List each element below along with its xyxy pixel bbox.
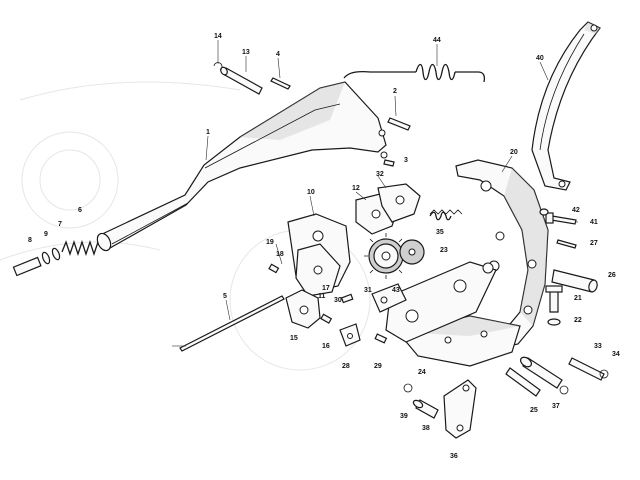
plate-11 xyxy=(295,243,341,297)
circlip-39-left xyxy=(403,383,413,393)
callout-2: 2 xyxy=(393,88,397,95)
callout-3: 3 xyxy=(404,157,408,164)
pin-29 xyxy=(374,333,388,344)
callout-16: 16 xyxy=(322,343,330,350)
callout-11: 11 xyxy=(318,293,326,300)
callout-27: 27 xyxy=(590,240,598,247)
callout-21: 21 xyxy=(574,295,582,302)
callout-9: 9 xyxy=(44,231,48,238)
plate-35 xyxy=(285,289,321,329)
callout-24: 24 xyxy=(418,369,426,376)
callout-17: 17 xyxy=(322,285,330,292)
lever-arm xyxy=(96,81,388,252)
bolt-18 xyxy=(383,159,395,167)
callout-42: 42 xyxy=(572,207,580,214)
rod-5 xyxy=(179,295,285,352)
pin-37 xyxy=(519,356,563,389)
pin-38 xyxy=(412,399,439,419)
callout-4: 4 xyxy=(276,51,280,58)
callout-34: 34 xyxy=(612,351,620,358)
circlip-14 xyxy=(213,62,223,71)
callout-35: 35 xyxy=(436,229,444,236)
circlip-34 xyxy=(599,369,609,379)
shaft-carrier-23 xyxy=(385,261,497,343)
link-28 xyxy=(339,323,361,347)
pin-13 xyxy=(220,66,263,95)
link-31 xyxy=(371,283,407,313)
toothed-quadrant-40 xyxy=(531,21,601,191)
callout-7: 7 xyxy=(58,221,62,228)
callout-32: 32 xyxy=(376,171,384,178)
pin-25 xyxy=(505,367,541,397)
callout-1: 1 xyxy=(206,129,210,136)
callout-8: 8 xyxy=(28,237,32,244)
callout-25: 25 xyxy=(530,407,538,414)
callout-10: 10 xyxy=(307,189,315,196)
callout-33: 33 xyxy=(594,343,602,350)
callout-28: 28 xyxy=(342,363,350,370)
callout-31: 31 xyxy=(364,287,372,294)
leader-lines xyxy=(172,40,578,347)
callout-29: 29 xyxy=(374,363,382,370)
pin-16 xyxy=(320,313,333,324)
callout-13: 13 xyxy=(242,49,250,56)
bolt-21 xyxy=(545,285,563,313)
callout-14: 14 xyxy=(214,33,222,40)
callout-44: 44 xyxy=(433,37,441,44)
washer-22 xyxy=(547,318,561,326)
pin-32 xyxy=(568,357,605,381)
pin-30 xyxy=(340,293,354,304)
screw-19 xyxy=(268,263,280,274)
callout-6: 6 xyxy=(78,207,82,214)
callout-20: 20 xyxy=(510,149,518,156)
callout-15: 15 xyxy=(290,335,298,342)
bolt-2 xyxy=(387,117,411,131)
callout-5: 5 xyxy=(223,293,227,300)
bolt-41 xyxy=(545,212,577,225)
callout-41: 41 xyxy=(590,219,598,226)
callout-36: 36 xyxy=(450,453,458,460)
link-36 xyxy=(443,379,477,439)
callout-38: 38 xyxy=(422,425,430,432)
callouts: 1 2 3 4 5 6 7 8 9 10 11 12 13 14 15 16 1… xyxy=(28,33,620,460)
washer-42 xyxy=(539,208,549,216)
pin-26 xyxy=(551,269,598,293)
tension-spring-44 xyxy=(343,63,486,83)
gear-43 xyxy=(364,233,425,279)
callout-39: 39 xyxy=(400,413,408,420)
rod-assembly-left xyxy=(12,239,99,277)
circlip-39 xyxy=(559,385,569,395)
callout-12: 12 xyxy=(352,185,360,192)
pin-27 xyxy=(556,239,577,249)
callout-37: 37 xyxy=(552,403,560,410)
callout-43: 43 xyxy=(392,287,400,294)
background-ghost xyxy=(0,81,371,371)
callout-19: 19 xyxy=(266,239,274,246)
callout-23: 23 xyxy=(440,247,448,254)
callout-30: 30 xyxy=(334,297,342,304)
callout-26: 26 xyxy=(608,272,616,279)
callout-40: 40 xyxy=(536,55,544,62)
small-spring-33 xyxy=(429,211,452,221)
callout-18: 18 xyxy=(276,251,284,258)
cam-22 xyxy=(377,183,421,223)
bolt-4 xyxy=(270,77,291,90)
callout-22: 22 xyxy=(574,317,582,324)
